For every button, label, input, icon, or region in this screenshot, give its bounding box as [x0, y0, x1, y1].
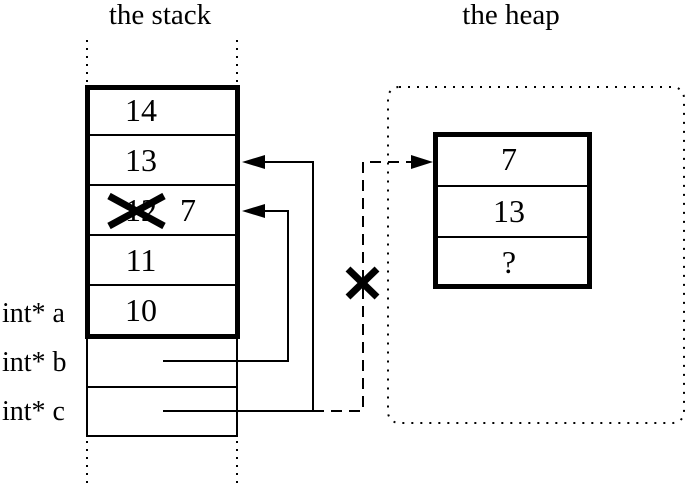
stack-cell-divider	[90, 234, 235, 236]
stack-title-label: the stack	[108, 0, 212, 31]
pointer-cell-divider	[87, 386, 237, 388]
stack-cell-value: 11	[125, 242, 157, 278]
heap-cell-value: 7	[501, 141, 517, 177]
heap-cell-value: 13	[493, 193, 525, 229]
pointer-label-a: int* a	[2, 298, 65, 329]
stack-cell-value: 14	[125, 92, 157, 128]
stack-cell-divider	[90, 184, 235, 186]
left-arrowhead-icon	[242, 204, 265, 218]
heap-title-label: the heap	[462, 0, 560, 31]
heap-cell-value: ?	[501, 244, 517, 280]
dangling-pointer-dashed-arrow	[313, 155, 433, 412]
stack-cell-divider	[90, 284, 235, 286]
pointer-label-b: int* b	[2, 347, 67, 378]
pointer-cells-box	[86, 339, 238, 437]
stack-cell-value: 13	[125, 142, 157, 178]
right-arrowhead-icon	[411, 155, 433, 169]
stack-cell-value: 10	[125, 292, 157, 328]
replacement-value: 7	[180, 192, 196, 228]
pointer-label-c: int* c	[2, 396, 65, 427]
stack-cell-divider	[90, 134, 235, 136]
left-arrowhead-icon	[242, 155, 265, 169]
broken-link-x-icon	[345, 266, 380, 300]
